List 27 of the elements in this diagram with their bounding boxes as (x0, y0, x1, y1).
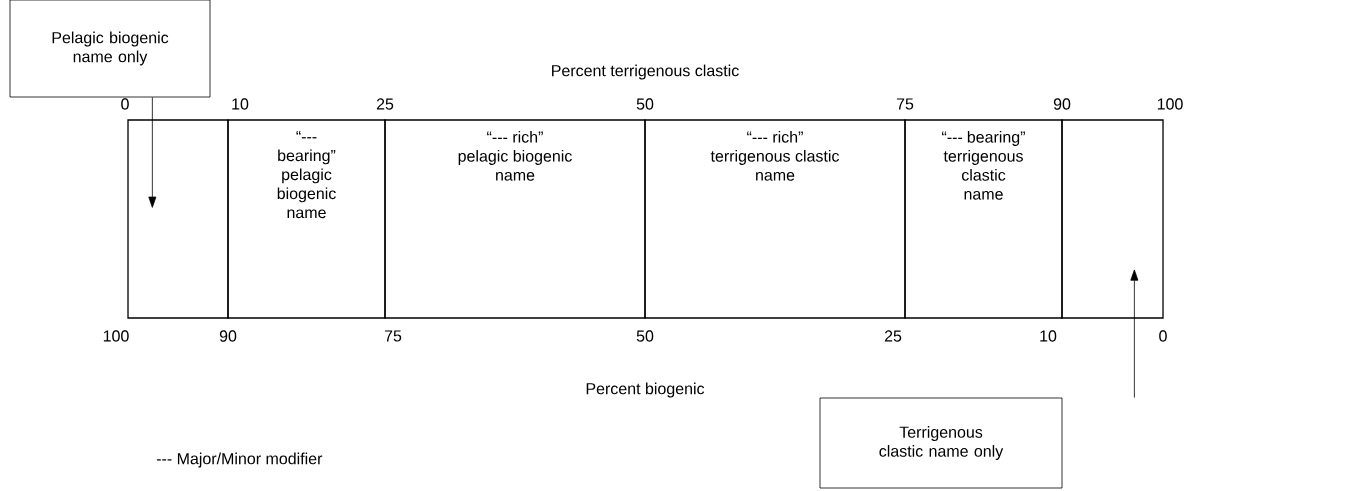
tick-label: 75 (896, 98, 914, 110)
arrow (148, 97, 157, 208)
tick-label: 90 (1053, 98, 1071, 110)
classification-cell (127, 119, 229, 319)
tick-label: 100 (1157, 98, 1183, 110)
classification-cell: “--- bearing” terrigenous clastic name (904, 119, 1063, 319)
tick-label: 50 (636, 330, 654, 342)
classification-cell (1061, 119, 1164, 319)
arrow (1130, 269, 1139, 398)
tick-label: 90 (219, 330, 237, 342)
legend-note: --- Major/Minor modifier (156, 452, 323, 468)
tick-label: 100 (103, 330, 129, 342)
tick-label: 25 (376, 98, 394, 110)
callout-box: Pelagic biogenic name only (9, 0, 211, 98)
tick-label: 25 (884, 330, 902, 342)
classification-cell: “--- rich” terrigenous clastic name (644, 119, 906, 319)
tick-label: 0 (1159, 330, 1167, 342)
axis-title: Percent biogenic (586, 382, 705, 398)
classification-cell: “--- bearing” pelagic biogenic name (227, 119, 386, 319)
tick-label: 10 (1040, 330, 1057, 342)
classification-cell: “--- rich” pelagic biogenic name (384, 119, 646, 319)
axis-title: Percent terrigenous clastic (552, 64, 739, 80)
tick-label: 0 (121, 98, 129, 110)
tick-label: 10 (232, 98, 249, 110)
tick-label: 75 (384, 330, 402, 342)
tick-label: 50 (636, 98, 654, 110)
callout-box: Terrigenous clastic name only (819, 397, 1063, 489)
